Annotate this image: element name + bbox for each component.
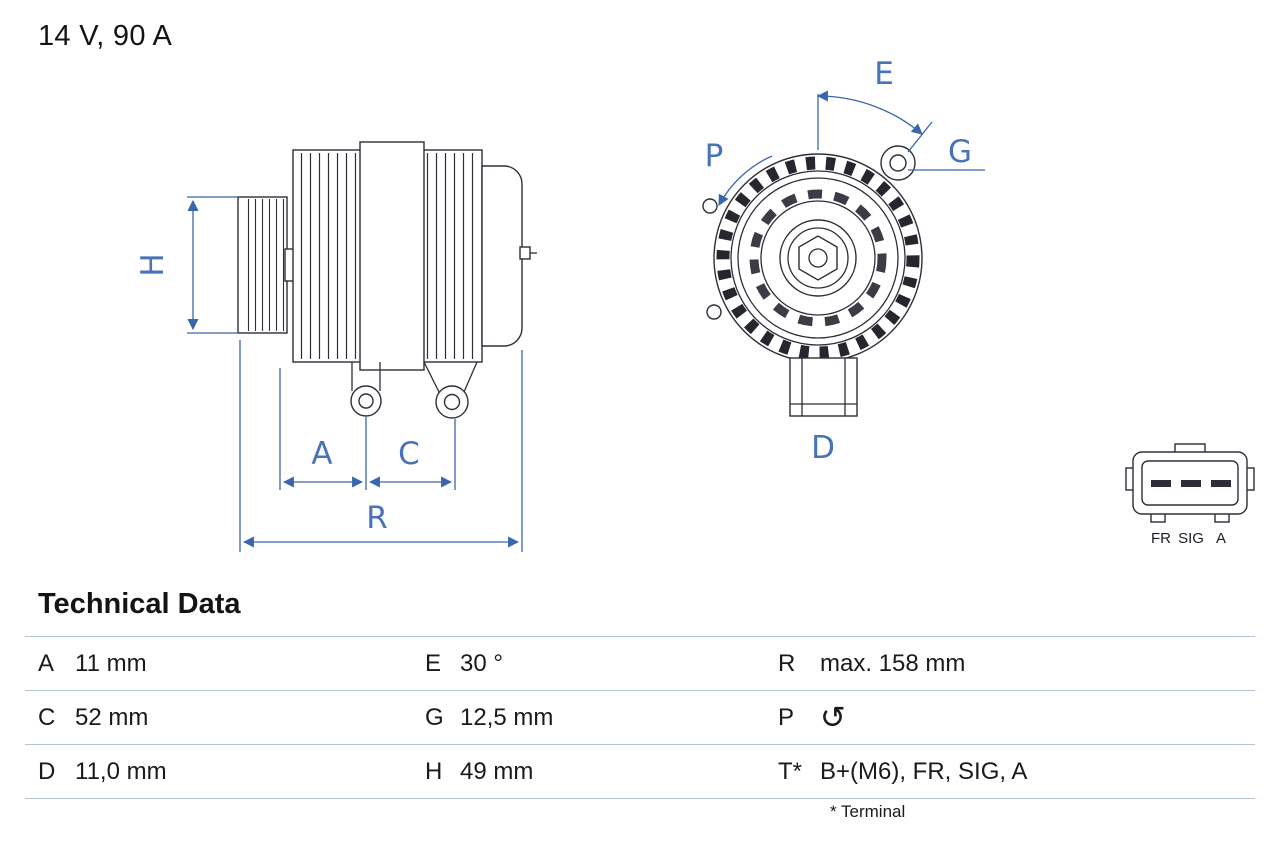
dim-label-h: H bbox=[135, 253, 171, 276]
shaft-nut bbox=[798, 235, 838, 281]
param-value-t: B+(M6), FR, SIG, A bbox=[820, 758, 1028, 785]
dim-label-g: G bbox=[948, 134, 972, 170]
fan-slots-ring bbox=[749, 189, 887, 327]
front-lug-hole bbox=[358, 393, 374, 409]
technical-data-title: Technical Data bbox=[38, 588, 241, 620]
rear-fins bbox=[426, 153, 479, 359]
param-value-r: max. 158 mm bbox=[820, 650, 966, 677]
param-key-c: C bbox=[38, 704, 56, 731]
alternator-side-view bbox=[237, 141, 537, 419]
param-key-p: P bbox=[778, 704, 795, 731]
connector-pin-label-sig: SIG bbox=[1178, 530, 1204, 547]
product-rating: 14 V, 90 A bbox=[38, 20, 173, 52]
pulley-grooves bbox=[247, 199, 286, 331]
param-key-a: A bbox=[38, 650, 55, 677]
side-view-dimensions: H A C R bbox=[135, 196, 523, 552]
connector-pin-sig bbox=[1181, 480, 1201, 487]
front-fins bbox=[296, 153, 358, 359]
param-key-h: H bbox=[425, 758, 443, 785]
connector-pin-fr bbox=[1151, 480, 1171, 487]
technical-data-table: A 11 mm E 30 ° R max. 158 mm C 52 mm G 1… bbox=[25, 636, 1255, 799]
param-key-d: D bbox=[38, 758, 56, 785]
param-key-e: E bbox=[425, 650, 442, 677]
terminal-stud bbox=[519, 246, 531, 260]
rear-lug-hole bbox=[443, 393, 461, 411]
param-value-h: 49 mm bbox=[460, 758, 534, 785]
terminal-footnote: * Terminal bbox=[830, 802, 906, 821]
param-value-c: 52 mm bbox=[75, 704, 149, 731]
param-key-t: T* bbox=[778, 758, 802, 785]
stator-band bbox=[359, 141, 425, 371]
dim-label-r: R bbox=[366, 500, 388, 536]
front-view-dimensions: E P G D bbox=[705, 56, 985, 466]
param-key-g: G bbox=[425, 704, 444, 731]
bottom-mounting-bracket bbox=[789, 357, 858, 417]
technical-drawing: H A C R bbox=[135, 56, 1255, 552]
dim-label-a: A bbox=[311, 436, 332, 472]
param-value-a: 11 mm bbox=[75, 650, 147, 677]
alternator-front-view bbox=[702, 145, 923, 417]
connector-pin-label-a: A bbox=[1216, 530, 1226, 547]
connector-pin-a bbox=[1211, 480, 1231, 487]
param-value-e: 30 ° bbox=[460, 650, 503, 677]
dim-label-c: C bbox=[398, 436, 420, 472]
rotation-direction-icon: ↺ bbox=[820, 700, 846, 736]
dim-label-d: D bbox=[811, 430, 835, 466]
table-row: A 11 mm E 30 ° R max. 158 mm bbox=[25, 636, 1255, 690]
param-key-r: R bbox=[778, 650, 796, 677]
dim-label-p: P bbox=[705, 138, 724, 174]
connector-pin-label-fr: FR bbox=[1151, 530, 1171, 547]
top-lug-hole bbox=[889, 154, 907, 172]
dim-label-e: E bbox=[874, 56, 894, 92]
table-row: D 11,0 mm H 49 mm T* B+(M6), FR, SIG, A bbox=[25, 744, 1255, 798]
rear-cover bbox=[481, 165, 523, 347]
connector-diagram: FR SIG A bbox=[1125, 443, 1255, 547]
table-row: C 52 mm G 12,5 mm P ↺ bbox=[25, 690, 1255, 744]
param-value-g: 12,5 mm bbox=[460, 704, 554, 731]
cooling-slots-ring bbox=[716, 156, 920, 360]
param-value-d: 11,0 mm bbox=[75, 758, 167, 785]
